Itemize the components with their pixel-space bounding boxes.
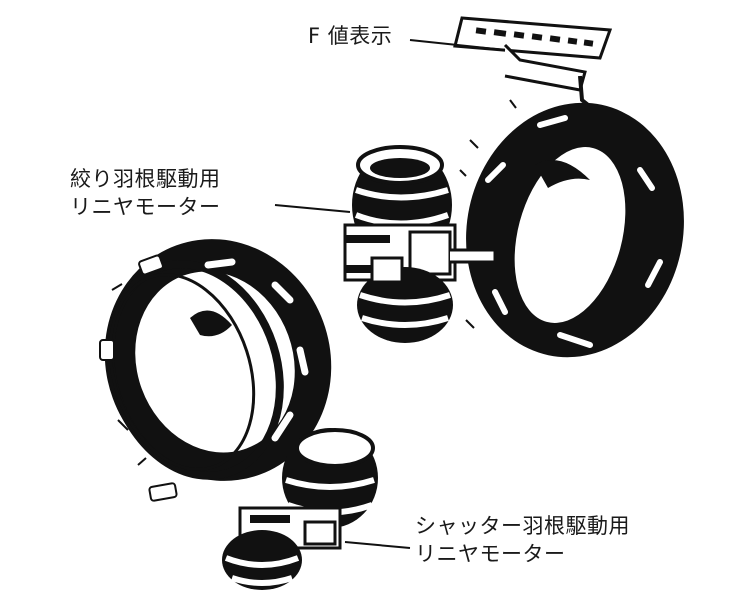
iris-ring [459, 99, 684, 358]
leader-f-number [409, 39, 506, 51]
shutter-motor-label: シャッター羽根駆動用 リニヤモーター [415, 512, 630, 568]
shutter-linear-motor [222, 428, 378, 590]
f-number-display-label: F 値表示 [308, 22, 392, 50]
leader-lines [274, 39, 506, 549]
leader-iris-motor [274, 204, 351, 213]
shutter-ring [99, 239, 332, 502]
iris-linear-motor [343, 145, 497, 343]
shutter-motor-label-line2: リニヤモーター [415, 542, 566, 566]
leader-shutter-motor [344, 541, 411, 549]
shutter-motor-label-line1: シャッター羽根駆動用 [415, 514, 630, 538]
f-number-display-text: F 値表示 [308, 24, 393, 48]
iris-motor-label-line1: 絞り羽根駆動用 [70, 167, 221, 191]
f-number-display-plate [453, 16, 613, 110]
iris-motor-label: 絞り羽根駆動用 リニヤモーター [70, 165, 221, 221]
iris-motor-label-line2: リニヤモーター [70, 195, 221, 219]
